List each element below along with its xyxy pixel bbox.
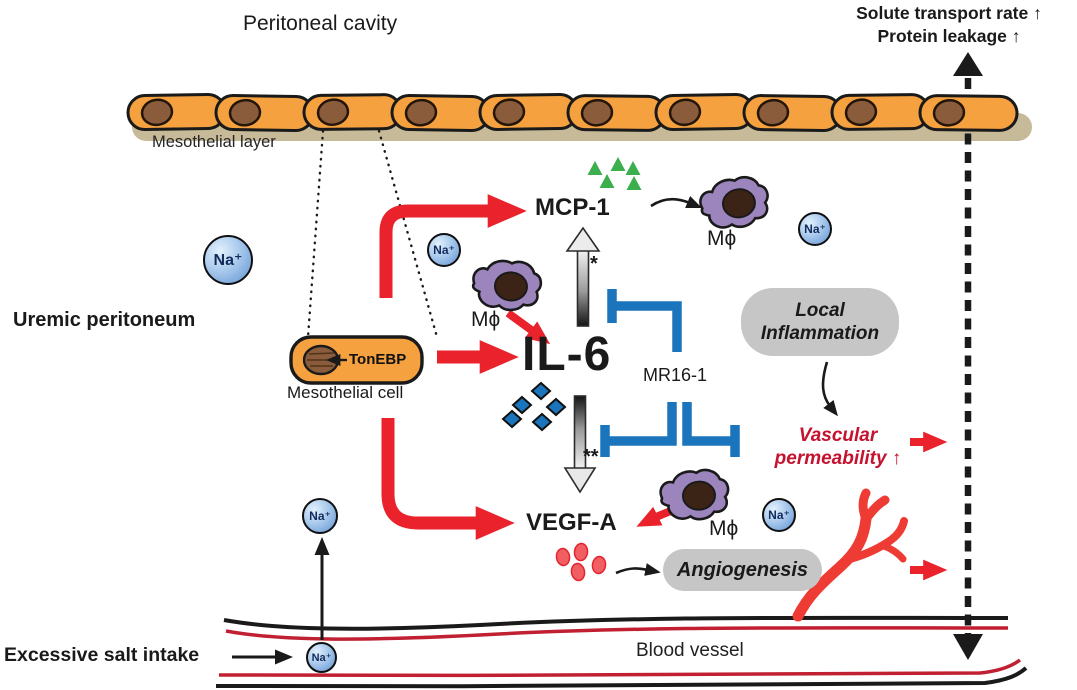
sodium-ion: Na⁺ — [427, 233, 461, 267]
solute-transport-label: Solute transport rate ↑ — [856, 3, 1042, 23]
macrophage-label: Mϕ — [471, 308, 501, 331]
sodium-label: Na⁺ — [309, 509, 331, 523]
local-inflammation-line1: Local — [795, 300, 845, 321]
sodium-ion: Na⁺ — [762, 498, 796, 532]
arrowhead-up-icon — [953, 52, 983, 76]
mesothelial-cell-shape — [289, 335, 424, 385]
sodium-label: Na⁺ — [433, 243, 455, 257]
angiogenesis-label: Angiogenesis — [676, 558, 809, 581]
il6-molecule-diamonds — [501, 381, 567, 432]
sodium-label: Na⁺ — [311, 652, 332, 664]
mcp1-label: MCP-1 — [535, 194, 610, 221]
protein-leakage-label: Protein leakage ↑ — [877, 26, 1021, 46]
significance-star: * — [590, 253, 598, 275]
mesothelial-cell-label: Mesothelial cell — [287, 383, 404, 402]
arrowhead-down-icon — [953, 634, 983, 660]
sodium-label: Na⁺ — [768, 508, 790, 522]
flux-outcome-label: Solute transport rate ↑ Protein leakage … — [830, 2, 1068, 48]
vegfa-label: VEGF-A — [526, 509, 617, 536]
macrophage-label: Mϕ — [709, 517, 739, 540]
mesothelial-layer-cells — [126, 92, 1019, 133]
mr16-inhibition-bars — [600, 289, 740, 457]
sodium-ion: Na⁺ — [798, 212, 832, 246]
black-arrows — [232, 195, 838, 665]
sodium-ion: Na⁺ — [306, 642, 337, 673]
local-inflammation-box: Local Inflammation — [741, 288, 899, 356]
vascular-permeability-line2: permeability ↑ — [774, 448, 902, 469]
peritoneal-cavity-label: Peritoneal cavity — [243, 12, 398, 35]
il6-label: IL-6 — [522, 328, 612, 381]
vascular-permeability-label: Vascular permeability ↑ — [752, 424, 924, 470]
sodium-label: Na⁺ — [213, 252, 243, 269]
red-induction-arrows — [379, 194, 948, 581]
sodium-label: Na⁺ — [804, 222, 826, 236]
tonebp-label: TonEBP — [349, 351, 407, 368]
vascular-permeability-line1: Vascular — [798, 425, 878, 446]
mr16-label: MR16-1 — [643, 365, 708, 385]
angiogenesis-box: Angiogenesis — [663, 549, 822, 591]
magnification-dotted-lines — [306, 129, 439, 339]
mcp1-molecule-triangles — [587, 157, 642, 190]
macrophage-label: Mϕ — [707, 227, 737, 250]
uremic-peritoneum-label: Uremic peritoneum — [13, 309, 196, 331]
sodium-ion: Na⁺ — [203, 235, 253, 285]
excessive-salt-intake-label: Excessive salt intake — [4, 644, 200, 666]
vegfa-molecule-dots — [555, 542, 607, 582]
mesothelial-layer-label: Mesothelial layer — [152, 133, 276, 151]
angiogenesis-branch — [792, 488, 908, 622]
significance-double-star: ** — [583, 446, 599, 468]
transport-dashed-arrow — [953, 52, 983, 660]
sodium-ion: Na⁺ — [302, 498, 338, 534]
il6-to-mcp1-gradient-arrow — [565, 226, 601, 327]
blood-vessel-walls — [215, 615, 1028, 689]
blood-vessel-label: Blood vessel — [636, 640, 744, 661]
local-inflammation-line2: Inflammation — [760, 323, 880, 344]
il6-to-vegfa-gradient-arrow — [563, 395, 597, 494]
